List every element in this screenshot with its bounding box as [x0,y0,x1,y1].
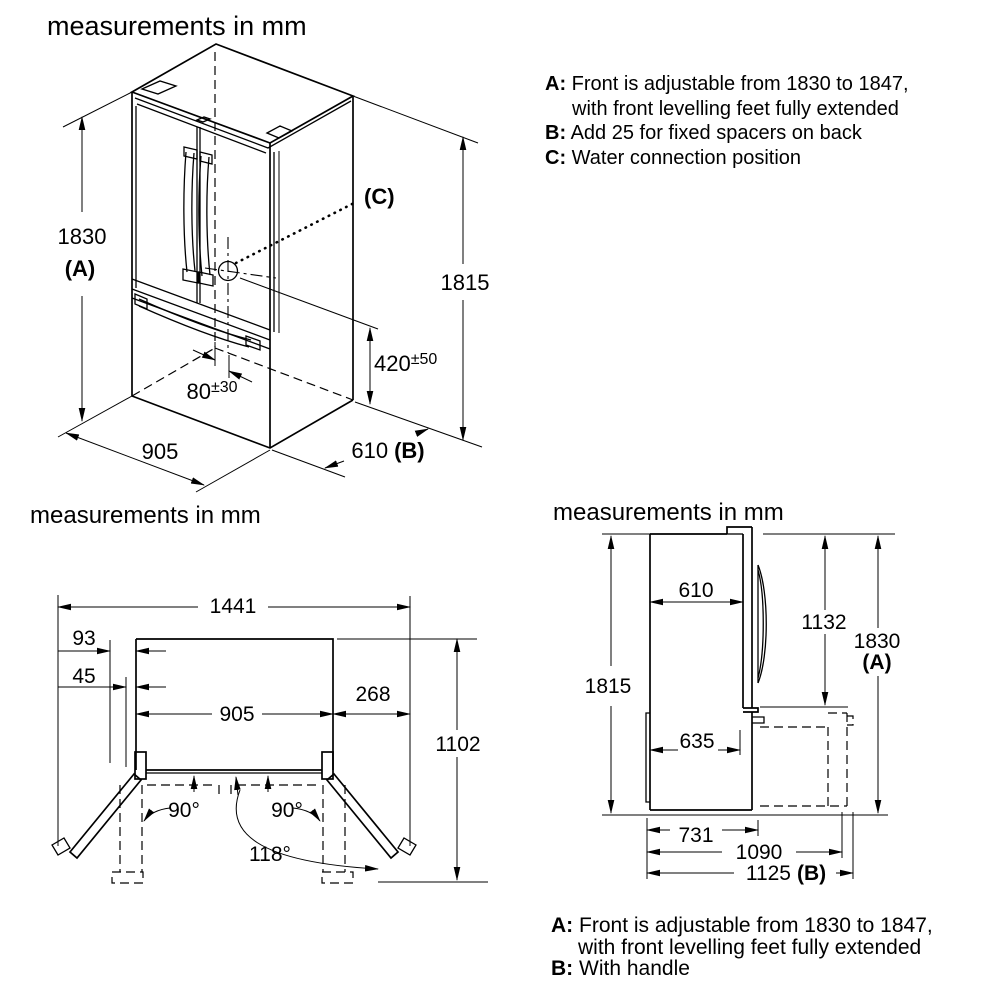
dim-angle-right: 90° [271,799,303,822]
dim-overall-depth: 1102 [435,733,480,756]
top-hinge-plates [140,80,294,139]
legend-side-key-a: A: [551,914,574,937]
right-hinge [321,751,334,780]
dim-depth: 610(B) [351,438,424,463]
legend-side-item-b: B: With handle [551,958,996,980]
legend-top-item-c: C: Water connection position [545,146,985,171]
dim-height-front-ref: (A) [65,256,96,281]
legend-side-text-a1: Front is adjustable from 1830 to 1847, [579,914,933,937]
legend-side-item-a: A: Front is adjustable from 1830 to 1847… [551,915,996,958]
legend-text-c: Water connection position [571,146,802,169]
top-view: 1441 93 45 905 268 1102 90° 90° 118° [51,595,488,884]
legend-side-text-a2: with front levelling feet fully extended [578,935,922,959]
top-view-body [134,638,334,780]
dim-width: 905 [142,439,179,464]
dim-total-height-ref: (A) [862,651,891,674]
dim-depth-2: 1090 [736,841,783,864]
iso-view: 1830 (A) 1815 420±50 80±30 905 610(B) (C… [58,43,490,493]
door-90deg-positions [111,784,354,884]
top-view-dimensions: 1441 93 45 905 268 1102 90° 90° 118° [57,595,481,881]
legend-top-item-a: A: Front is adjustable from 1830 to 1847… [545,72,985,121]
dim-upper-height: 1132 [801,611,846,634]
dim-right-clear: 268 [355,683,390,706]
side-view-body [602,526,888,816]
iso-view-title: measurements in mm [47,11,307,41]
water-connection-label: (C) [364,184,395,209]
top-view-title: measurements in mm [30,502,261,529]
legend-side-text-b: With handle [579,957,690,980]
legend-top-item-b: B: Add 25 for fixed spacers on back [545,121,985,146]
dim-door-proj-2: 45 [72,665,95,688]
legend-side: A: Front is adjustable from 1830 to 1847… [551,915,996,980]
dim-door-proj-1: 93 [72,627,95,650]
legend-text-b: Add 25 for fixed spacers on back [570,122,862,144]
dim-height: 1815 [585,675,632,698]
dim-height-back: 1815 [441,270,490,295]
legend-text-a2: with front levelling feet fully extended [572,97,899,120]
legend-key-c: C: [545,146,567,169]
dim-angle-full: 118° [249,843,291,866]
legend-side-key-b: B: [551,957,574,980]
open-doors [51,772,417,860]
legend-text-a1: Front is adjustable from 1830 to 1847, [571,73,909,95]
door-handles [182,146,214,287]
dim-conn-height: 420±50 [374,351,437,376]
side-view-dimensions: 610 1132 1830 (A) 1815 635 731 1090 1125… [585,533,901,885]
dim-conn-offset: 80±30 [186,379,237,404]
dim-body-depth: 610 [678,579,713,602]
fridge-cabinet-outline [129,43,355,449]
top-view-envelope [57,595,488,883]
left-door-open [68,772,143,860]
legend-key-a: A: [545,73,567,95]
open-drawer-dashed [760,712,854,807]
water-connection-symbol [204,200,358,353]
legend-key-b: B: [545,122,567,144]
dim-total-height: 1830 [854,630,901,653]
dim-overall-width: 1441 [210,595,257,618]
side-view-title: measurements in mm [553,499,784,526]
iso-dimensions: 1830 (A) 1815 420±50 80±30 905 610(B) (C… [58,91,490,493]
right-door-open [325,772,400,860]
dim-depth-3: 1125(B) [746,862,826,885]
dim-depth-1: 731 [678,824,713,847]
dim-angle-left: 90° [168,799,200,822]
legend-top: A: Front is adjustable from 1830 to 1847… [545,72,985,170]
iso-hidden-edges [131,52,354,401]
dim-drawer-depth: 635 [679,730,714,753]
side-view: 610 1132 1830 (A) 1815 635 731 1090 1125… [585,526,901,885]
drawer-handle [134,293,261,351]
dim-body-width: 905 [219,703,254,726]
dim-height-front: 1830 [58,224,107,249]
